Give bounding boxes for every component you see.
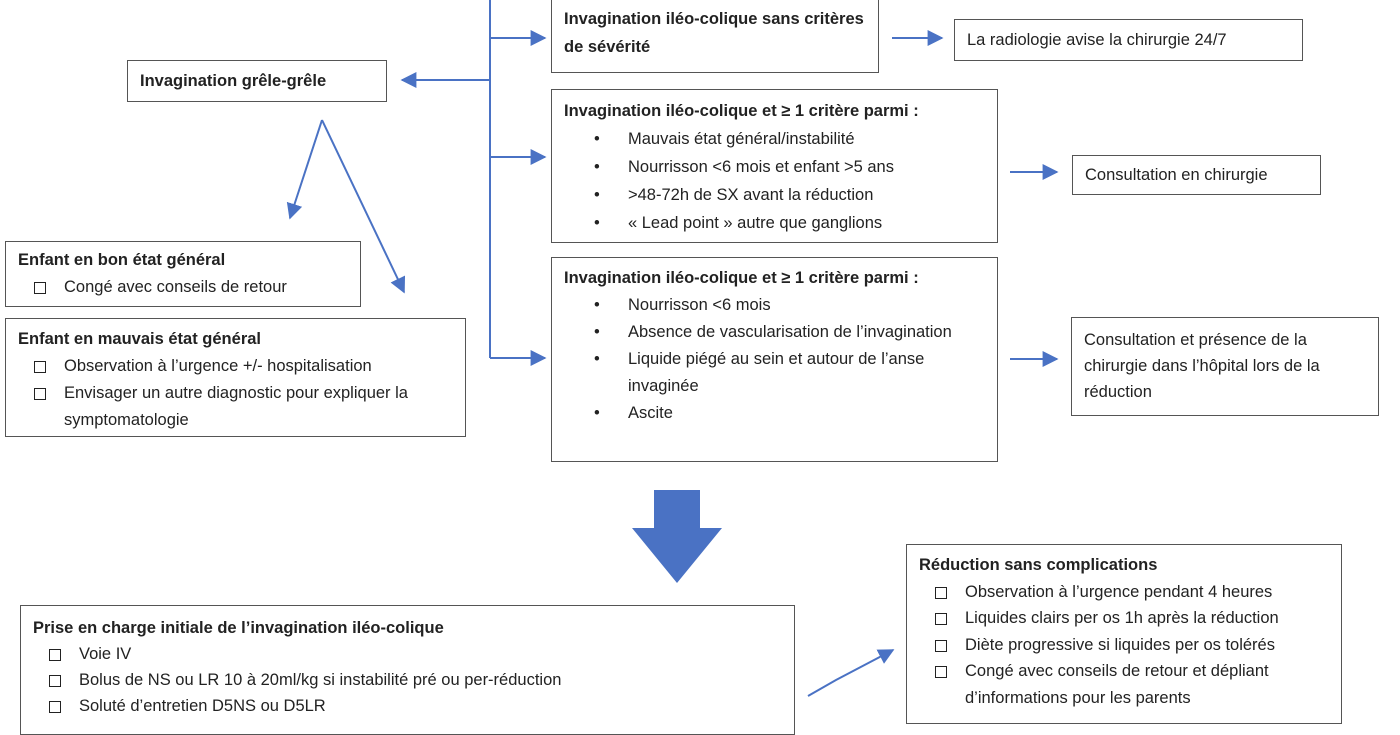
criteres-1-item: « Lead point » autre que ganglions bbox=[564, 209, 985, 237]
prise-en-charge-box: Prise en charge initiale de l’invaginati… bbox=[20, 605, 795, 735]
grele-title: Invagination grêle-grêle bbox=[140, 72, 327, 90]
checkbox-icon bbox=[34, 361, 46, 373]
criteres-2-item: Liquide piégé au sein et autour de l’ans… bbox=[564, 346, 985, 400]
criteres-2-item: Ascite bbox=[564, 400, 985, 427]
checkbox-icon bbox=[34, 388, 46, 400]
mauvais-etat-item: Envisager un autre diagnostic pour expli… bbox=[0, 380, 453, 434]
arrow-to-mauvais-etat bbox=[321, 119, 406, 294]
connectors-layer bbox=[286, 0, 1059, 697]
criteres-2-item: Nourrisson <6 mois bbox=[564, 292, 985, 319]
reduction-item-text: Liquides clairs per os 1h après la réduc… bbox=[965, 609, 1279, 627]
bon-etat-title: Enfant en bon état général bbox=[18, 251, 226, 269]
mauvais-etat-item-text: Envisager un autre diagnostic pour expli… bbox=[64, 384, 408, 429]
checkbox-icon bbox=[935, 586, 947, 599]
grele-box: Invagination grêle-grêle bbox=[127, 60, 387, 102]
bon-etat-item: Congé avec conseils de retour bbox=[0, 274, 348, 301]
consultation-presence-box: Consultation et présence de la chirurgie… bbox=[1071, 317, 1379, 416]
criteres-2-title: Invagination iléo-colique et ≥ 1 critère… bbox=[564, 269, 919, 287]
criteres-1-title: Invagination iléo-colique et ≥ 1 critère… bbox=[564, 102, 919, 120]
criteres-1-box: Invagination iléo-colique et ≥ 1 critère… bbox=[551, 89, 998, 243]
radiologie-text: La radiologie avise la chirurgie 24/7 bbox=[967, 31, 1227, 49]
prise-en-charge-item: Bolus de NS ou LR 10 à 20ml/kg si instab… bbox=[13, 667, 782, 693]
mauvais-etat-item-text: Observation à l’urgence +/- hospitalisat… bbox=[64, 357, 372, 375]
reduction-box: Réduction sans complications Observation… bbox=[906, 544, 1342, 724]
sans-severite-box: Invagination iléo-colique sans critères … bbox=[551, 0, 879, 73]
big-down-arrow bbox=[632, 490, 722, 583]
reduction-item-text: Observation à l’urgence pendant 4 heures bbox=[965, 582, 1273, 601]
reduction-item: Diète progressive si liquides per os tol… bbox=[899, 632, 1329, 659]
radiologie-box: La radiologie avise la chirurgie 24/7 bbox=[954, 19, 1303, 61]
reduction-item: Observation à l’urgence pendant 4 heures bbox=[899, 579, 1329, 606]
checkbox-icon bbox=[935, 666, 947, 678]
reduction-title: Réduction sans complications bbox=[919, 556, 1158, 574]
criteres-2-item: Absence de vascularisation de l’invagina… bbox=[564, 319, 985, 346]
prise-en-charge-item: Voie IV bbox=[13, 641, 782, 667]
reduction-item-text: Diète progressive si liquides per os tol… bbox=[965, 635, 1275, 654]
consultation-presence-text: Consultation et présence de la chirurgie… bbox=[1084, 331, 1320, 401]
bon-etat-item-text: Congé avec conseils de retour bbox=[64, 278, 287, 296]
arrow-to-reduction bbox=[807, 649, 895, 697]
criteres-1-item: Nourrisson <6 mois et enfant >5 ans bbox=[564, 153, 985, 181]
criteres-1-item: >48-72h de SX avant la réduction bbox=[564, 181, 985, 209]
checkbox-icon bbox=[49, 675, 61, 687]
reduction-item: Liquides clairs per os 1h après la réduc… bbox=[899, 605, 1329, 632]
prise-en-charge-title: Prise en charge initiale de l’invaginati… bbox=[33, 619, 444, 637]
mauvais-etat-item: Observation à l’urgence +/- hospitalisat… bbox=[0, 353, 453, 380]
criteres-2-box: Invagination iléo-colique et ≥ 1 critère… bbox=[551, 257, 998, 462]
criteres-1-item: Mauvais état général/instabilité bbox=[564, 125, 985, 153]
reduction-item: Congé avec conseils de retour et déplian… bbox=[899, 658, 1329, 711]
bon-etat-box: Enfant en bon état général Congé avec co… bbox=[5, 241, 361, 307]
arrow-to-bon-etat bbox=[286, 119, 323, 220]
prise-en-charge-item-text: Bolus de NS ou LR 10 à 20ml/kg si instab… bbox=[79, 671, 562, 689]
checkbox-icon bbox=[935, 639, 947, 652]
checkbox-icon bbox=[935, 613, 947, 625]
prise-en-charge-item: Soluté d’entretien D5NS ou D5LR bbox=[13, 693, 782, 719]
checkbox-icon bbox=[34, 282, 46, 294]
sans-severite-title: Invagination iléo-colique sans critères … bbox=[564, 10, 864, 56]
checkbox-icon bbox=[49, 701, 61, 713]
consultation-text: Consultation en chirurgie bbox=[1085, 166, 1268, 184]
mauvais-etat-title: Enfant en mauvais état général bbox=[18, 330, 261, 348]
consultation-box: Consultation en chirurgie bbox=[1072, 155, 1321, 195]
checkbox-icon bbox=[49, 649, 61, 661]
mauvais-etat-box: Enfant en mauvais état général Observati… bbox=[5, 318, 466, 437]
prise-en-charge-item-text: Voie IV bbox=[79, 645, 132, 663]
